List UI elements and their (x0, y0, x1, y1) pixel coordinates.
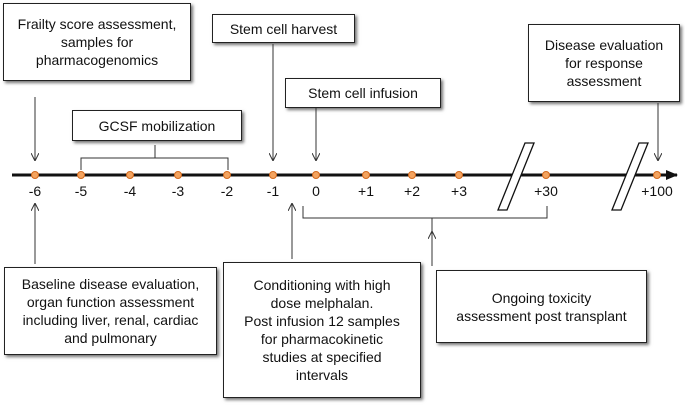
conditioning-line-4: for pharmacokinetic (260, 331, 384, 347)
tick-label: -2 (220, 183, 234, 199)
tick-label: -5 (74, 183, 88, 199)
timeline-dot (31, 171, 39, 179)
axis-break-2 (611, 142, 649, 211)
baseline-evaluation-box: Baseline disease evaluation, organ funct… (4, 267, 217, 355)
timeline-dot (312, 171, 320, 179)
axis-break-1 (497, 142, 535, 211)
timeline-dot (174, 171, 182, 179)
tick-label: +30 (534, 183, 558, 199)
disease-evaluation-line-2: for response (565, 55, 643, 71)
conditioning-line-5: studies at specified (262, 349, 382, 365)
tick-label: +3 (451, 183, 467, 199)
stem-cell-infusion-box: Stem cell infusion (285, 78, 441, 108)
tick-label: +100 (641, 183, 673, 199)
gcsf-mobilization-label: GCSF mobilization (98, 117, 216, 134)
stem-cell-infusion-label: Stem cell infusion (308, 85, 418, 101)
timeline-dot (223, 171, 231, 179)
tick-label: -4 (123, 183, 137, 199)
timeline-dot (362, 171, 370, 179)
baseline-line-3: including liver, renal, cardiac (22, 312, 199, 328)
timeline-dot (455, 171, 463, 179)
disease-evaluation-line-3: assessment (566, 73, 642, 89)
gcsf-bracket (80, 145, 229, 170)
tick-label: -6 (28, 183, 42, 199)
timeline-dot (408, 171, 416, 179)
stem-cell-harvest-label: Stem cell harvest (229, 20, 338, 37)
timeline-dot (77, 171, 85, 179)
conditioning-line-6: intervals (295, 367, 349, 383)
conditioning-line-1: Conditioning with high (253, 277, 391, 293)
toxicity-line-1: Ongoing toxicity (491, 289, 592, 306)
baseline-line-2: organ function assessment (26, 294, 195, 310)
tick-label: +1 (358, 183, 374, 199)
conditioning-box: Conditioning with high dose melphalan. P… (223, 262, 421, 398)
frailty-box: Frailty score assessment, samples for ph… (3, 3, 191, 81)
frailty-line-3: pharmacogenomics (35, 52, 159, 68)
tick-label: 0 (312, 183, 320, 199)
toxicity-bracket (302, 206, 548, 232)
timeline-dot (126, 171, 134, 179)
frailty-line-2: samples for (60, 34, 134, 50)
disease-evaluation-box: Disease evaluation for response assessme… (528, 24, 680, 102)
toxicity-box: Ongoing toxicity assessment post transpl… (436, 270, 647, 343)
disease-evaluation-line-1: Disease evaluation (544, 37, 664, 53)
baseline-line-4: and pulmonary (64, 330, 157, 346)
timeline-dot (269, 171, 277, 179)
timeline-dot (542, 171, 550, 179)
gcsf-mobilization-box: GCSF mobilization (72, 110, 242, 141)
tick-label: -3 (171, 183, 185, 199)
tick-label: -1 (266, 183, 280, 199)
timeline-dot (653, 171, 661, 179)
toxicity-line-2: assessment post transplant (456, 307, 627, 324)
baseline-line-1: Baseline disease evaluation, (21, 276, 200, 292)
timeline-dots (31, 171, 661, 179)
frailty-line-1: Frailty score assessment, (17, 16, 177, 32)
stem-cell-harvest-box: Stem cell harvest (212, 14, 355, 43)
conditioning-line-3: Post infusion 12 samples (244, 313, 400, 329)
tick-label: +2 (404, 183, 420, 199)
conditioning-line-2: dose melphalan. (270, 295, 374, 311)
